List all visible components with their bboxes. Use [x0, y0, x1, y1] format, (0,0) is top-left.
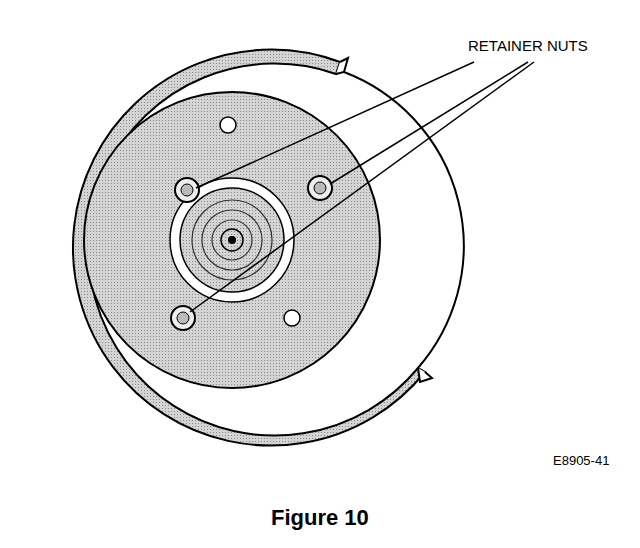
- leader-line: [190, 62, 534, 312]
- hub-cap: [180, 188, 284, 292]
- bolt-hole: [220, 117, 236, 133]
- retainer-nut: [171, 306, 195, 330]
- figure-caption: Figure 10: [271, 506, 369, 530]
- bolt-hole: [284, 310, 300, 326]
- shield-notch: [418, 368, 432, 382]
- retainer-nut: [308, 176, 332, 200]
- shield-band: [73, 50, 425, 446]
- shield-notch: [336, 58, 348, 74]
- hub-disc: [84, 92, 380, 388]
- bearing-ring: [170, 178, 294, 302]
- part-label: RETAINER NUTS: [468, 38, 588, 55]
- retainer-nut: [175, 178, 199, 202]
- figure-code: E8905-41: [553, 454, 609, 468]
